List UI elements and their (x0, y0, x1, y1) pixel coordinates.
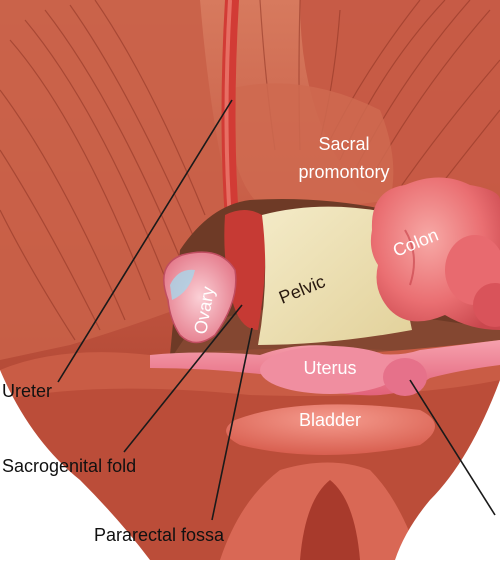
label-pararectal-fossa: Pararectal fossa (94, 525, 225, 545)
label-sacral-line1: Sacral (318, 134, 369, 154)
vignette-left (0, 370, 150, 560)
vignette-right (395, 380, 500, 560)
pelvic-floor-opening (220, 462, 420, 560)
leader-lines (57, 99, 496, 521)
uterus-right-leader (409, 379, 496, 516)
label-ureter: Ureter (2, 381, 52, 401)
pararectal-fossa-area (224, 210, 266, 330)
colon (370, 177, 500, 330)
label-bladder: Bladder (299, 410, 361, 430)
uterus (150, 340, 500, 396)
pararectal-fossa-leader (211, 327, 253, 521)
bladder (226, 404, 435, 455)
ureter-leader (57, 99, 233, 383)
label-uterus: Uterus (303, 358, 356, 378)
ovary (163, 251, 237, 344)
sacrogenital-fold-leader (123, 304, 243, 453)
sacral-region (225, 83, 394, 207)
label-sacrogenital-fold: Sacrogenital fold (2, 456, 136, 476)
label-sacral-line2: promontory (298, 162, 389, 182)
